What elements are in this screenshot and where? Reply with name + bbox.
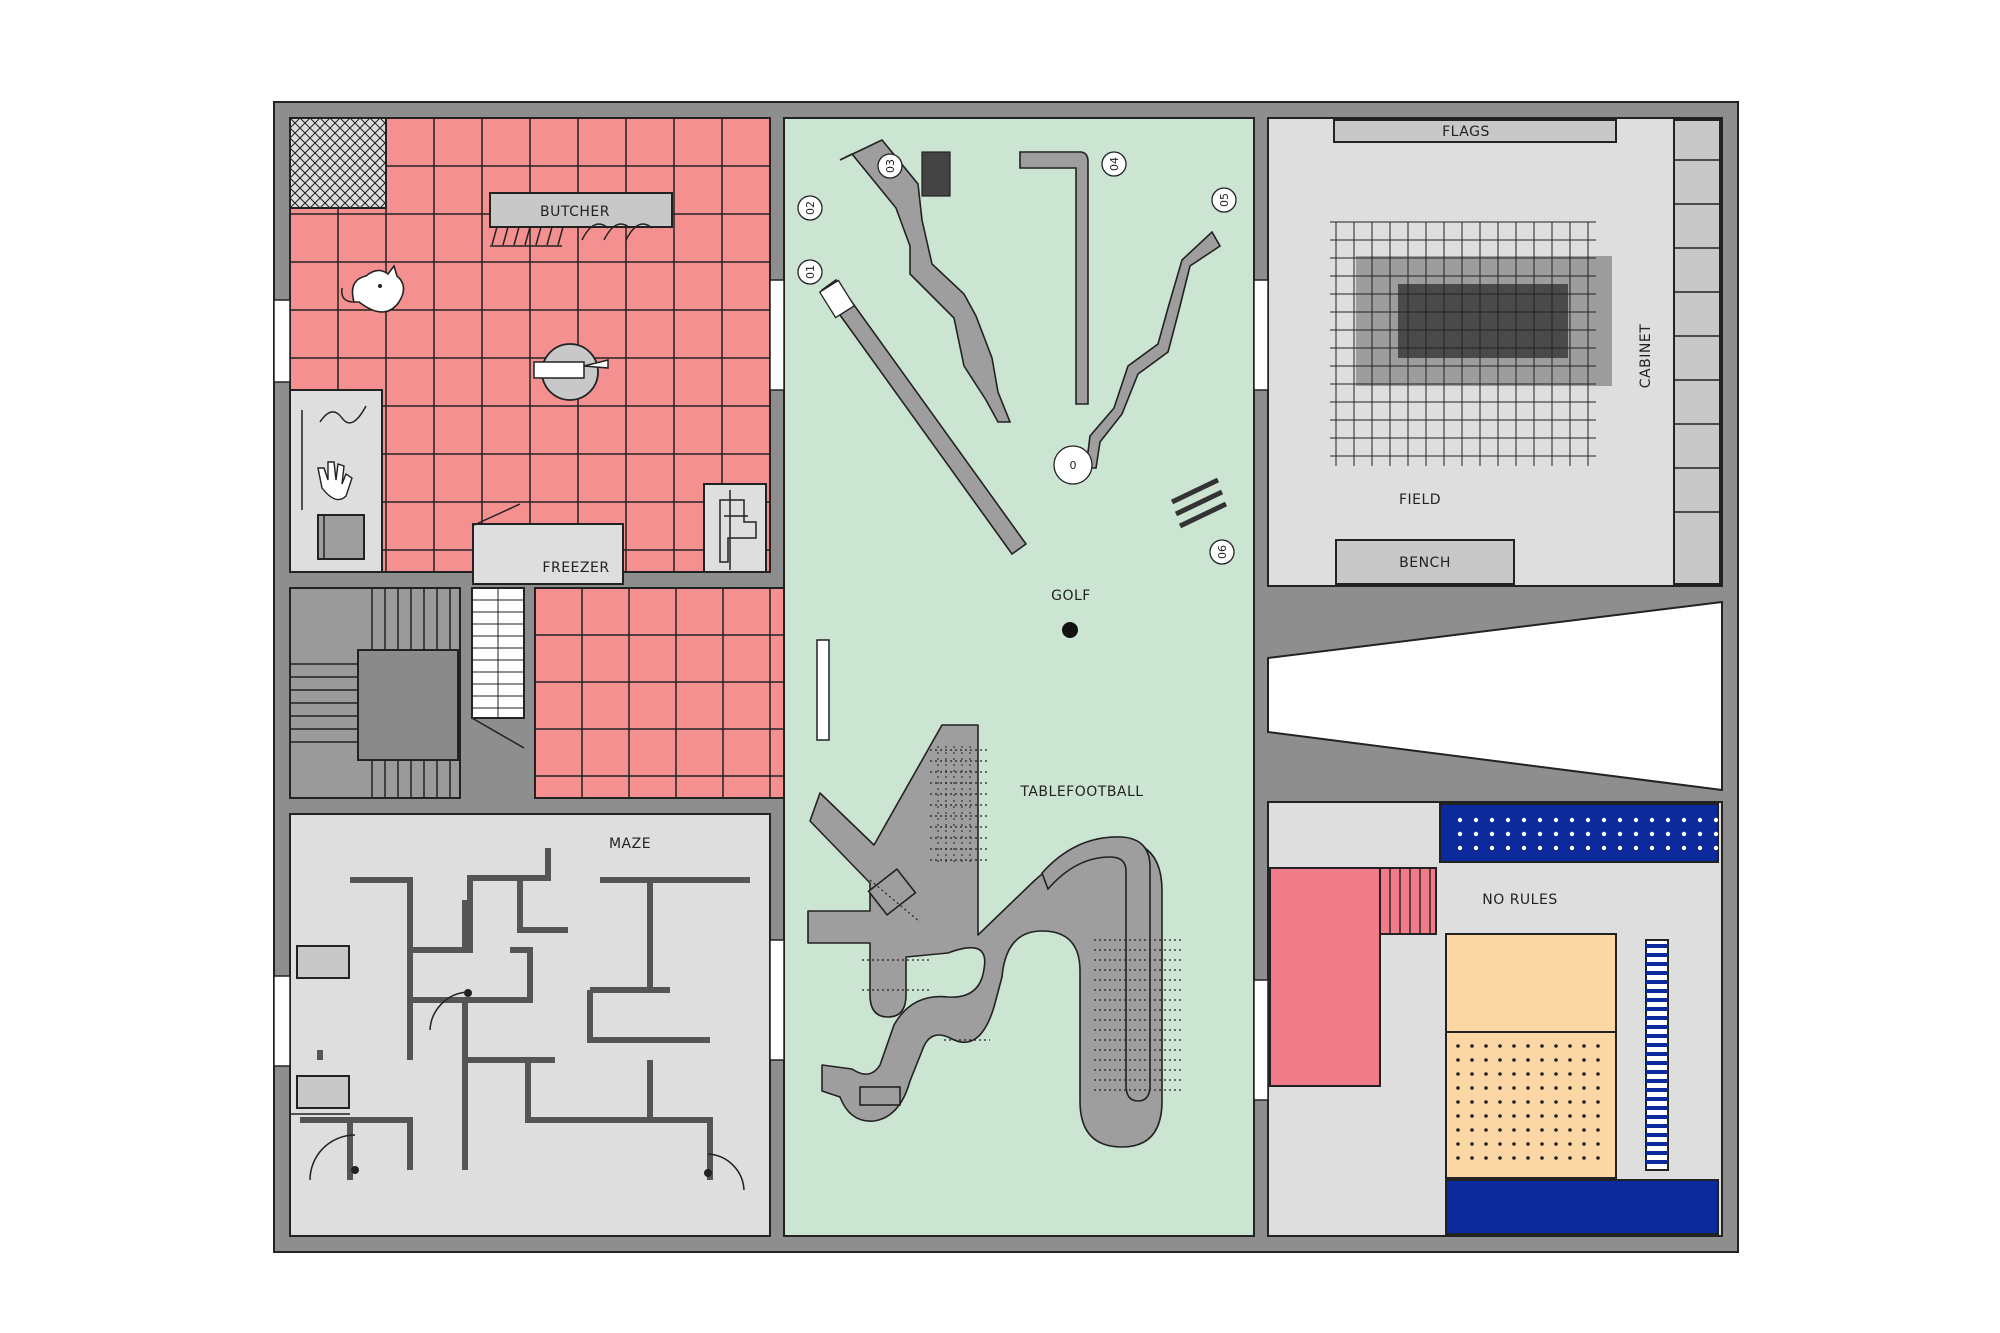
butcher-block-icon: [533, 343, 609, 401]
bench-label: BENCH: [1399, 555, 1451, 571]
maze-label: MAZE: [609, 836, 651, 852]
navy-base: [1445, 1179, 1719, 1235]
maze-walls: [300, 848, 750, 1180]
field-inner-zone: [1398, 284, 1568, 358]
no-rules-room: NO RULES: [1267, 801, 1723, 1237]
stair-treads: [290, 588, 451, 798]
machine-niche: [703, 483, 767, 573]
pink-stair: [1379, 867, 1437, 935]
crosshatch-pattern: [290, 118, 386, 208]
hole-marker-label: 02: [804, 201, 817, 215]
pink-block: [1269, 867, 1381, 1087]
bench: [1335, 539, 1515, 585]
hole-marker-circle: [797, 259, 823, 285]
maze-doors: [309, 989, 745, 1191]
tablefootball-rods: [862, 746, 1184, 1091]
flags-rack: [1333, 119, 1617, 143]
cold-room: [534, 587, 818, 799]
crosshatch-floor: [289, 117, 387, 209]
butcher-label: BUTCHER: [540, 204, 610, 220]
peach-dot-block: [1445, 1031, 1617, 1179]
hole-marker-label: 01: [804, 265, 817, 279]
hole-marker-circle: [877, 153, 903, 179]
golf-label: GOLF: [1051, 588, 1091, 604]
hole-marker-label: 04: [1108, 157, 1121, 171]
cabinet-doors: [1674, 159, 1720, 513]
tablefootball-label: TABLEFOOTBALL: [1019, 784, 1143, 800]
corridor: [1267, 600, 1723, 792]
staircase: [289, 587, 525, 799]
hole-marker-label: 06: [1216, 545, 1229, 559]
butcher-counter: [489, 192, 673, 228]
tool-box: [317, 514, 365, 560]
hole-marker-circle: [1209, 539, 1235, 565]
windows: [273, 279, 1269, 1101]
svg-text:0: 0: [1070, 459, 1077, 472]
no-rules-label: NO RULES: [1482, 892, 1557, 908]
cabinet-label: CABINET: [1638, 324, 1654, 388]
navy-dot-panel: [1439, 803, 1719, 863]
tools-niche: [289, 389, 383, 573]
cat-icon: [341, 264, 405, 313]
hole-marker-circle: [1101, 151, 1127, 177]
freezer-label: FREEZER: [542, 560, 609, 576]
golf-hole-markers: 01 02 03 04 05 06: [797, 151, 1237, 565]
golf-tee-marker: 0: [1053, 445, 1093, 485]
hole-marker-circle: [1211, 187, 1237, 213]
golf-obstacle-06: [1170, 477, 1228, 529]
golf-obstacle-02: [839, 139, 1012, 423]
maze-benches: [290, 945, 350, 1115]
flags-label: FLAGS: [1442, 124, 1490, 140]
golf-obstacle-01: [818, 278, 1028, 556]
pink-stair-treads: [1389, 868, 1431, 934]
hole-marker-label: 05: [1218, 193, 1231, 207]
tablefootball-tables: [807, 724, 1163, 1148]
hole-marker-label: 03: [884, 159, 897, 173]
ladder-stripes: [1646, 944, 1668, 1164]
golf-hole-icon: [1062, 622, 1078, 638]
glove-icon: [317, 461, 353, 501]
golf-obstacle-04: [1019, 151, 1089, 405]
hole-marker-circle: [797, 195, 823, 221]
knife-rack: [490, 223, 653, 247]
peach-dot-pattern: [1456, 1044, 1600, 1160]
peach-block: [1445, 933, 1617, 1033]
white-stair-treads: [472, 588, 524, 718]
navy-dot-pattern: [1457, 817, 1719, 851]
maze-room: MAZE: [289, 813, 771, 1237]
cabinet-unit: [1673, 119, 1721, 585]
golf-obstacle-03: [921, 151, 951, 197]
field-label: FIELD: [1399, 492, 1441, 508]
freezer-room: FREEZER: [471, 503, 624, 585]
golf-room: 01 02 03 04 05 06 0 GOLF TABLEFOOTBALL: [783, 117, 1255, 1237]
field-grid: [1330, 221, 1596, 466]
field-room: FLAGS CABINET FIELD BENCH: [1267, 117, 1723, 587]
golf-obstacle-05: [1085, 230, 1222, 469]
